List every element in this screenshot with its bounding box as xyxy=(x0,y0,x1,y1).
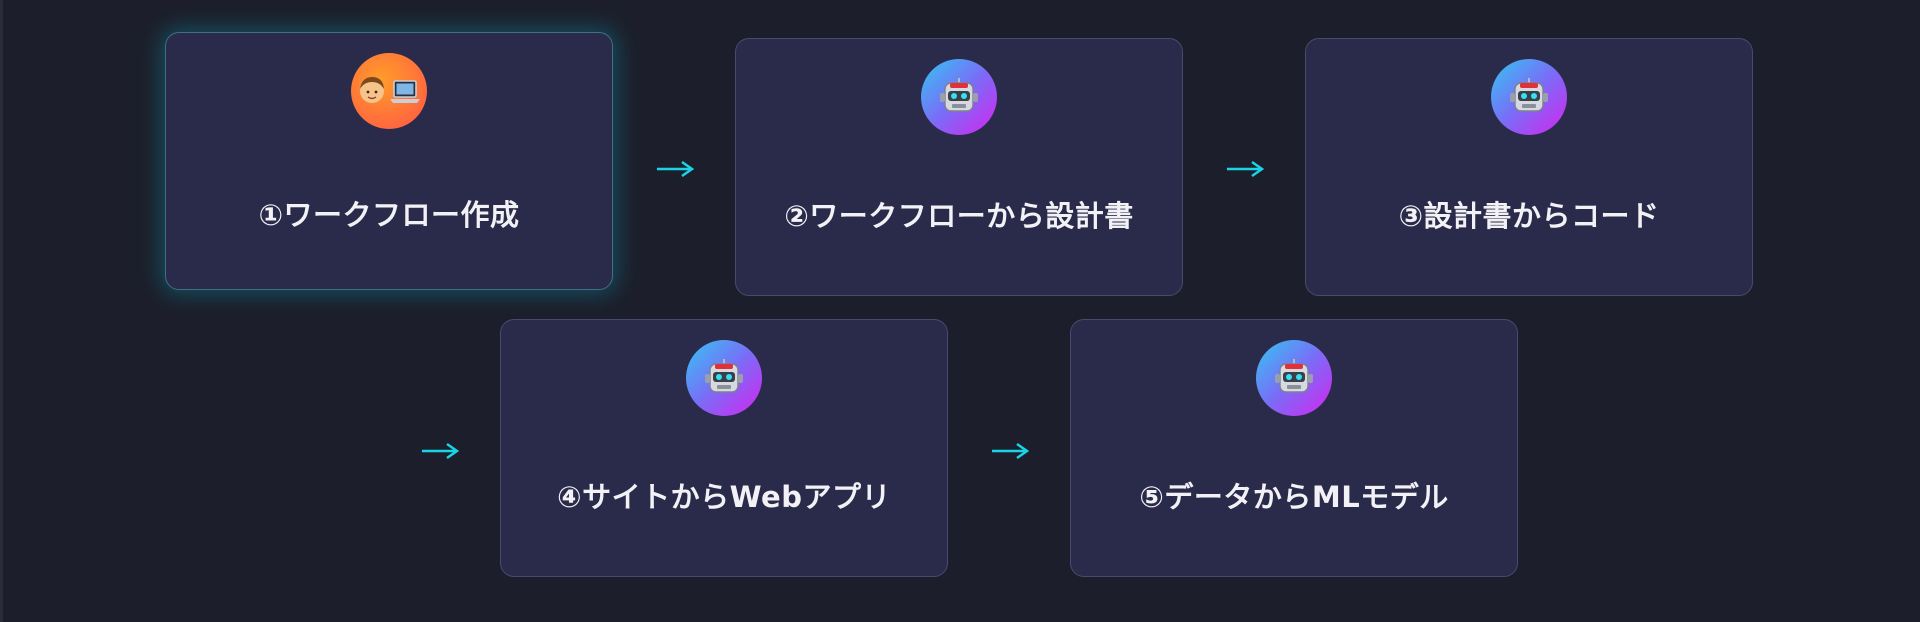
robot-icon xyxy=(921,59,997,135)
step-card-2[interactable]: ②ワークフローから設計書 xyxy=(735,38,1183,296)
arrow-icon xyxy=(992,442,1030,460)
step-label-5: ⑤データからMLモデル xyxy=(1139,480,1449,514)
robot-icon xyxy=(686,340,762,416)
step-card-1[interactable]: ①ワークフロー作成 xyxy=(165,32,613,290)
robot-icon xyxy=(1491,59,1567,135)
arrow-icon xyxy=(657,160,695,178)
robot-icon xyxy=(1256,340,1332,416)
person-laptop-icon xyxy=(351,53,427,129)
step-card-3[interactable]: ③設計書からコード xyxy=(1305,38,1753,296)
step-label-2: ②ワークフローから設計書 xyxy=(784,199,1134,233)
step-label-1: ①ワークフロー作成 xyxy=(258,198,520,232)
frame-edge xyxy=(0,0,3,622)
step-label-4: ④サイトからWebアプリ xyxy=(557,480,891,514)
step-card-4[interactable]: ④サイトからWebアプリ xyxy=(500,319,948,577)
arrow-icon xyxy=(422,442,460,460)
arrow-icon xyxy=(1227,160,1265,178)
step-card-5[interactable]: ⑤データからMLモデル xyxy=(1070,319,1518,577)
step-label-3: ③設計書からコード xyxy=(1398,199,1660,233)
